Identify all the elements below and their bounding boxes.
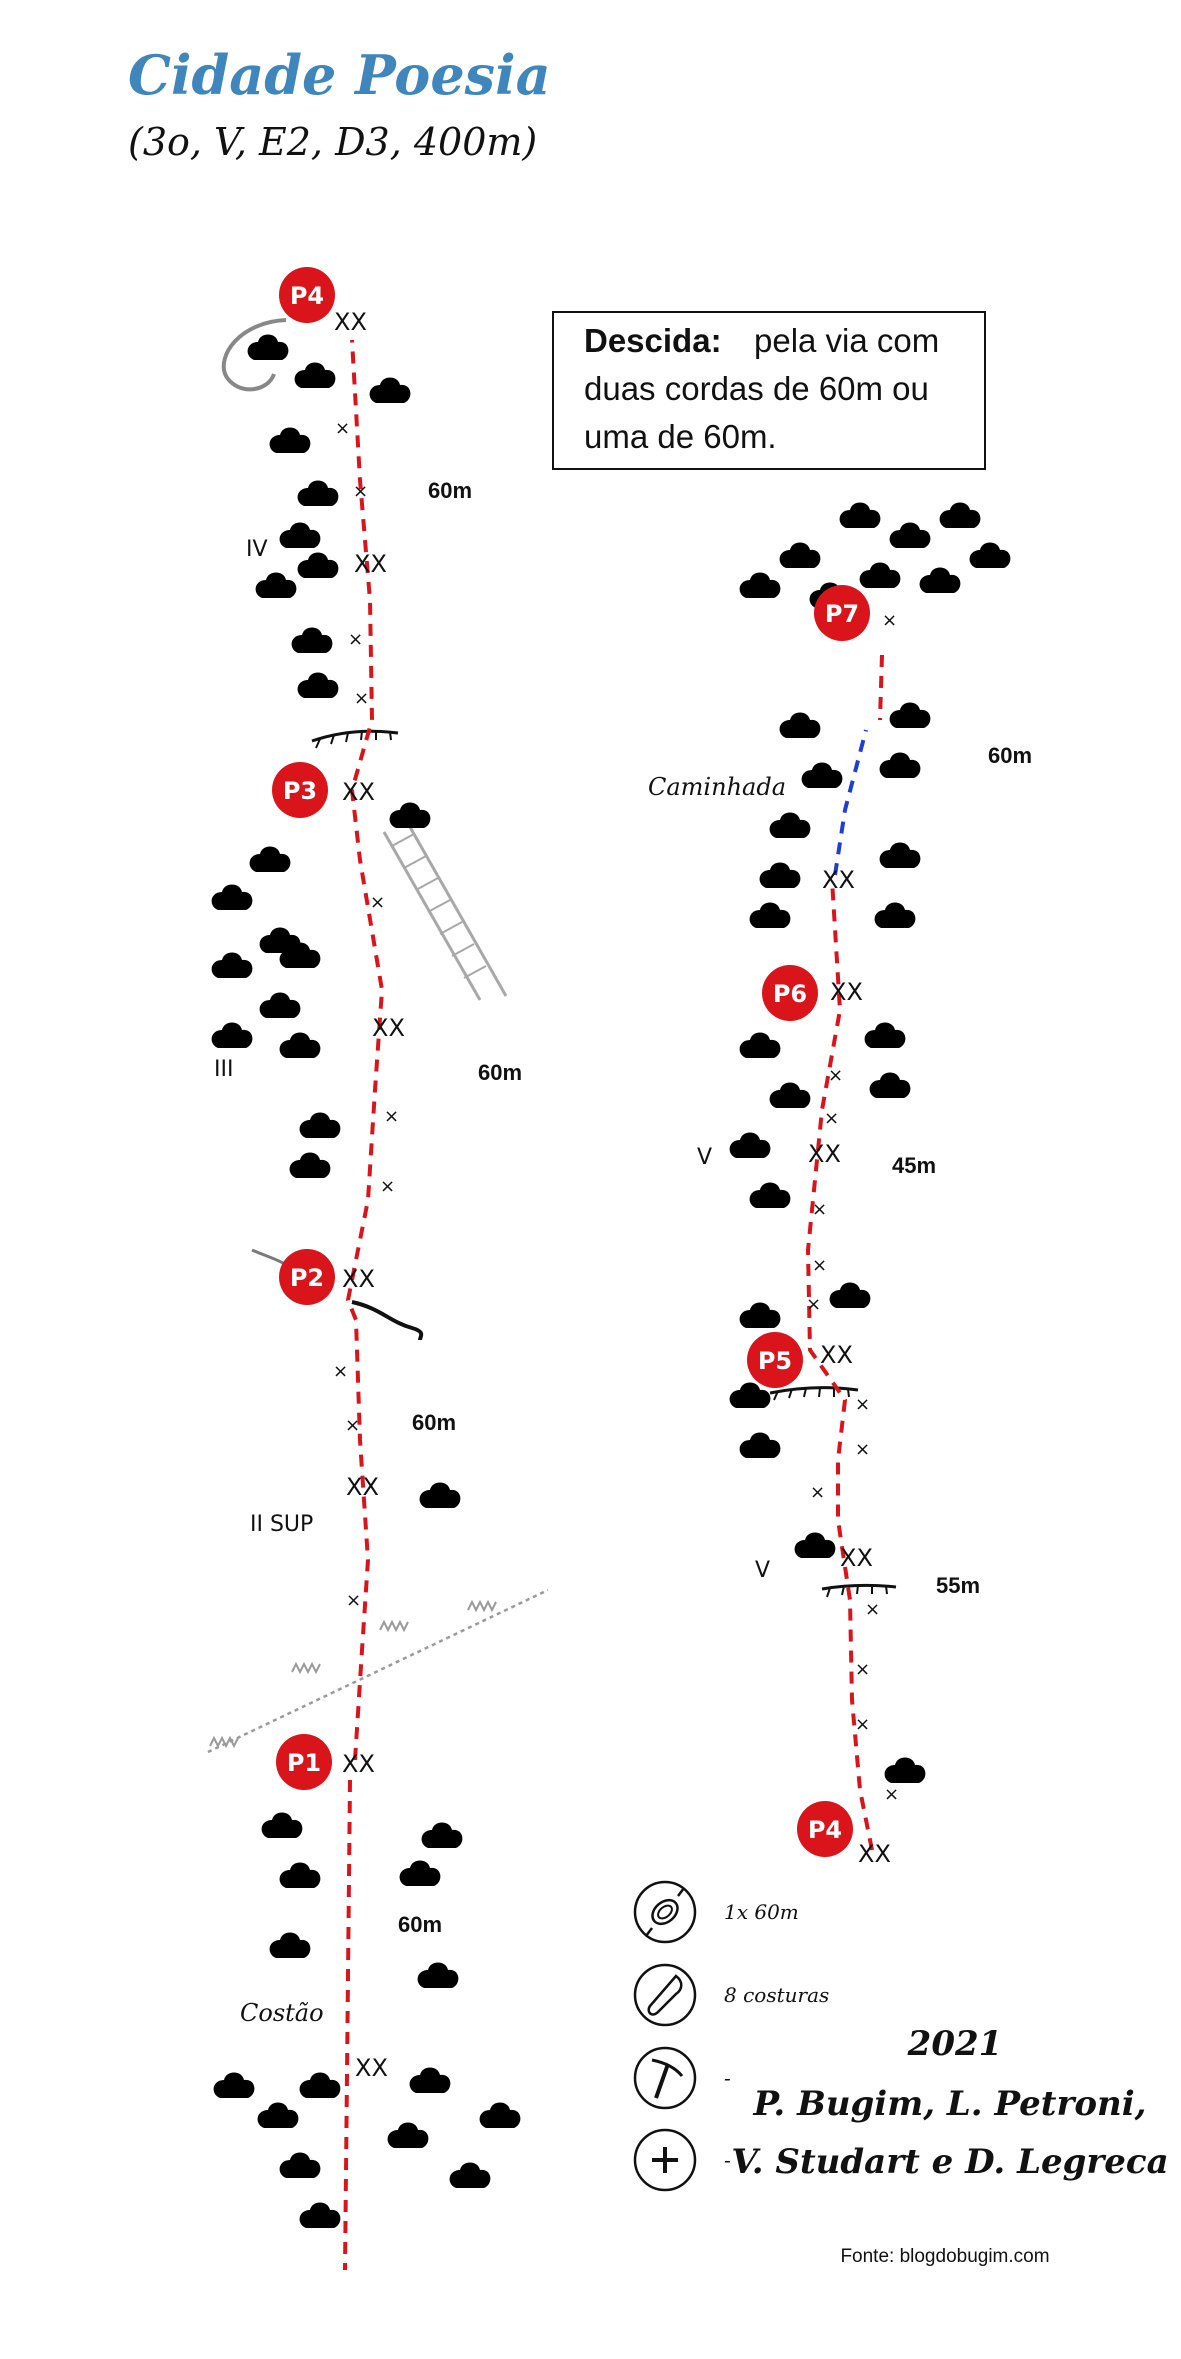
vegetation bbox=[211, 282, 1011, 2228]
topo-title: Cidade Poesia bbox=[128, 43, 551, 107]
pitch-length: 45m bbox=[892, 1153, 936, 1178]
bolt-mark: × bbox=[824, 1108, 839, 1129]
bolt-mark: × bbox=[812, 1199, 827, 1220]
belay-p4-left: P4 bbox=[279, 267, 335, 323]
belay-label: P1 bbox=[287, 1749, 321, 1777]
pitch-grade: V bbox=[697, 1145, 712, 1170]
bolt-mark: × bbox=[855, 1394, 870, 1415]
belay-label: P2 bbox=[290, 1264, 324, 1292]
bolt-mark: × bbox=[370, 892, 385, 913]
belay-label: P4 bbox=[290, 282, 324, 310]
gear-quickdraws: 8 costuras bbox=[724, 1983, 829, 2007]
belay-p2: P2 bbox=[279, 1249, 335, 1305]
route-line-left bbox=[343, 339, 385, 2271]
bolt-mark: × bbox=[806, 1294, 821, 1315]
descent-line-3: uma de 60m. bbox=[584, 418, 777, 455]
bolt-mark: × bbox=[354, 688, 369, 709]
bolt-mark: × bbox=[333, 1361, 348, 1382]
gear-rope: 1x 60m bbox=[724, 1900, 799, 1924]
credit-line-1: P. Bugim, L. Petroni, bbox=[752, 2084, 1146, 2124]
belay-p5: P5 bbox=[747, 1332, 803, 1388]
pitch-length: 60m bbox=[412, 1410, 456, 1435]
bolt-mark: × bbox=[384, 1106, 399, 1127]
gear-pitons: - bbox=[724, 2066, 731, 2090]
credit-year: 2021 bbox=[907, 2024, 1003, 2064]
bolt-mark: × bbox=[855, 1714, 870, 1735]
pitch-grade: II SUP bbox=[250, 1512, 313, 1537]
topo-subtitle: (3o, V, E2, D3, 400m) bbox=[128, 120, 537, 164]
anchor-mark: XX bbox=[372, 1014, 405, 1042]
pitch-grade: V bbox=[755, 1558, 770, 1583]
belay-label: P5 bbox=[758, 1347, 792, 1375]
caminhada-label: Caminhada bbox=[648, 773, 786, 801]
rock-features bbox=[207, 318, 897, 1754]
bolt-mark: × bbox=[810, 1482, 825, 1503]
bolt-mark: × bbox=[345, 1415, 360, 1436]
belay-p3: P3 bbox=[272, 762, 328, 818]
pitch-grade: III bbox=[214, 1057, 233, 1082]
bolt-mark: × bbox=[855, 1439, 870, 1460]
source-credit: Fonte: blogdobugim.com bbox=[840, 2246, 1049, 2267]
pitch-length: 60m bbox=[478, 1060, 522, 1085]
rope-icon bbox=[633, 1880, 697, 1944]
credit-line-2: V. Studart e D. Legreca bbox=[731, 2142, 1168, 2182]
bolt-mark: × bbox=[346, 1590, 361, 1611]
gear-extra: - bbox=[724, 2148, 731, 2172]
plus-icon bbox=[633, 2128, 697, 2192]
pitch-length: 60m bbox=[398, 1912, 442, 1937]
bolt-mark: × bbox=[335, 418, 350, 439]
belay-p4-right: P4 bbox=[797, 1801, 853, 1857]
bolt-mark: × bbox=[855, 1659, 870, 1680]
ice-axe-icon bbox=[633, 2046, 697, 2110]
bolt-mark: × bbox=[828, 1065, 843, 1086]
pitch-grade: IV bbox=[246, 537, 268, 562]
bolt-mark: × bbox=[348, 629, 363, 650]
descent-line-2: duas cordas de 60m ou bbox=[584, 370, 929, 407]
anchor-mark: XX bbox=[840, 1544, 873, 1572]
belay-p6: P6 bbox=[762, 965, 818, 1021]
anchor-mark: XX bbox=[820, 1341, 853, 1369]
bolt-mark: × bbox=[353, 481, 368, 502]
belay-p7: P7 bbox=[814, 585, 870, 641]
walk-path bbox=[833, 729, 868, 876]
anchor-mark: XX bbox=[355, 2054, 388, 2082]
descent-label: Descida: bbox=[584, 322, 722, 359]
anchors: XX XX XX XX XX XX XX XX XX XX XX XX XX X… bbox=[334, 308, 891, 2082]
anchor-mark: XX bbox=[342, 778, 375, 806]
bolt-mark: × bbox=[380, 1176, 395, 1197]
anchor-mark: XX bbox=[354, 550, 387, 578]
belay-label: P7 bbox=[825, 600, 859, 628]
anchor-mark: XX bbox=[830, 978, 863, 1006]
gear-legend: 1x 60m 8 costuras - - bbox=[633, 1880, 829, 2192]
route-line-right bbox=[805, 654, 884, 1851]
pitch-length: 55m bbox=[936, 1573, 980, 1598]
bolts: × × × × × × × × × × × × × × × × × × × × … bbox=[333, 418, 899, 1805]
anchor-mark: XX bbox=[808, 1140, 841, 1168]
bolt-mark: × bbox=[884, 1784, 899, 1805]
belay-label: P4 bbox=[808, 1816, 842, 1844]
anchor-mark: XX bbox=[342, 1750, 375, 1778]
anchor-mark: XX bbox=[342, 1265, 375, 1293]
anchor-mark: XX bbox=[822, 866, 855, 894]
belay-label: P6 bbox=[773, 980, 807, 1008]
pitch-length: 60m bbox=[988, 743, 1032, 768]
quickdraw-icon bbox=[633, 1963, 697, 2027]
bolt-mark: × bbox=[865, 1599, 880, 1620]
descent-box: Descida: pela via com duas cordas de 60m… bbox=[552, 311, 986, 470]
belay-label: P3 bbox=[283, 777, 317, 805]
belay-p1: P1 bbox=[276, 1734, 332, 1790]
anchor-mark: XX bbox=[346, 1473, 379, 1501]
pitch-length: 60m bbox=[428, 478, 472, 503]
anchor-mark: XX bbox=[858, 1840, 891, 1868]
bolt-mark: × bbox=[812, 1255, 827, 1276]
bolt-mark: × bbox=[882, 610, 897, 631]
anchor-mark: XX bbox=[334, 308, 367, 336]
descent-line-1: pela via com bbox=[754, 322, 939, 359]
costao-label: Costão bbox=[240, 1999, 324, 2027]
